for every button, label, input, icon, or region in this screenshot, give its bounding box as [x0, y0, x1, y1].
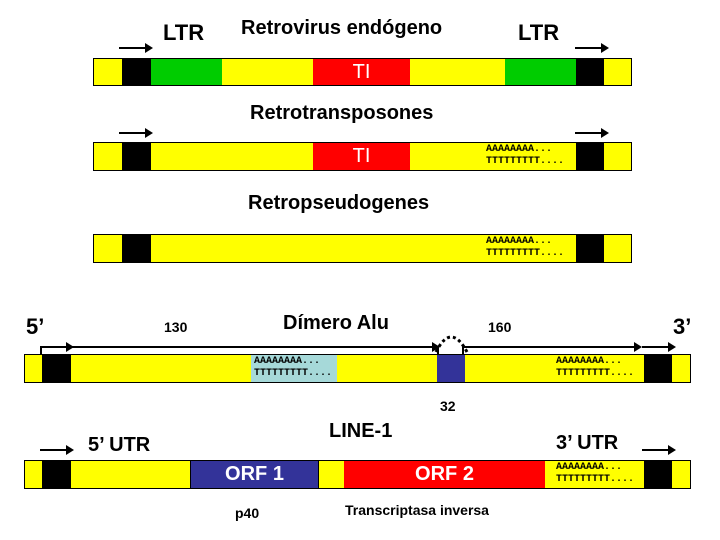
retrotransposon-end-left — [122, 143, 151, 170]
line1-polya: AAAAAAAA... TTTTTTTTT.... — [556, 462, 634, 486]
five-prime-label: 5’ — [26, 314, 45, 339]
tsd-arrow-left-line1 — [40, 445, 74, 455]
line1-title: LINE-1 — [329, 420, 393, 442]
polya-t-text: TTTTTTTTT.... — [254, 368, 333, 379]
alu-end-left — [42, 355, 71, 382]
retropseudogene-end-right — [576, 235, 604, 262]
retrotransposon-ti: TI — [313, 143, 410, 170]
tsd-arrow-left-1 — [119, 43, 153, 53]
alu-gap-length: 32 — [440, 398, 456, 414]
retrovirus-backbone: TI — [93, 58, 632, 86]
retrovirus-end-right — [576, 59, 604, 85]
orf1-block: ORF 1 — [190, 460, 319, 489]
alu-left-length: 130 — [164, 319, 188, 335]
alu-title: Dímero Alu — [283, 312, 389, 334]
polya-t-text: TTTTTTTTT.... — [556, 368, 635, 379]
tsd-arrow-left-2 — [119, 128, 153, 138]
retrotransposones-title: Retrotransposones — [250, 102, 434, 124]
line1-backbone: ORF 1 ORF 2 AAAAAAAA... TTTTTTTTT.... — [24, 460, 691, 489]
retrovirus-ltr-right — [505, 59, 576, 85]
alu-backbone: AAAAAAAA... TTTTTTTTT.... AAAAAAAA... TT… — [24, 354, 691, 383]
retrotransposon-backbone: TI AAAAAAAA... TTTTTTTTT.... — [93, 142, 632, 171]
alu-outer-polya: AAAAAAAA... TTTTTTTTT.... — [556, 356, 634, 380]
alu-arrow-right-end — [642, 342, 676, 352]
polya-a-text: AAAAAAAA... — [486, 236, 553, 247]
alu-right-length: 160 — [488, 319, 512, 335]
polya-a-text: AAAAAAAA... — [486, 144, 553, 155]
retropseudogene-polya: AAAAAAAA... TTTTTTTTT.... — [486, 236, 564, 260]
orf2-block: ORF 2 — [344, 461, 545, 488]
utr5-label: 5’ UTR — [88, 434, 151, 456]
alu-inner-polya: AAAAAAAA... TTTTTTTTT.... — [251, 355, 337, 382]
retrovirus-ltr-left — [151, 59, 222, 85]
retrotransposon-polya: AAAAAAAA... TTTTTTTTT.... — [486, 144, 564, 168]
tsd-arrow-right-line1 — [642, 445, 676, 455]
retrotransposon-end-right — [576, 143, 604, 170]
utr3-label: 3’ UTR — [556, 432, 619, 454]
polya-t-text: TTTTTTTTT.... — [486, 156, 565, 167]
polya-a-text: AAAAAAAA... — [556, 462, 623, 473]
tsd-arrow-right-1 — [575, 43, 609, 53]
polya-t-text: TTTTTTTTT.... — [556, 474, 635, 485]
transcriptasa-label: Transcriptasa inversa — [345, 502, 489, 518]
polya-a-text: AAAAAAAA... — [556, 356, 623, 367]
retrovirus-title: Retrovirus endógeno — [241, 17, 443, 39]
alu-end-right — [644, 355, 672, 382]
retropseudogene-backbone: AAAAAAAA... TTTTTTTTT.... — [93, 234, 632, 263]
tsd-arrow-right-2 — [575, 128, 609, 138]
three-prime-label: 3’ — [673, 314, 692, 339]
retropseudogene-end-left — [122, 235, 151, 262]
retrovirus-end-left — [122, 59, 151, 85]
retrovirus-ti: TI — [313, 59, 410, 85]
ltr-left-label: LTR — [163, 20, 205, 45]
retropseudogenes-title: Retropseudogenes — [248, 192, 430, 214]
alu-spacer — [437, 355, 465, 382]
line1-end-right — [644, 461, 672, 488]
p40-label: p40 — [235, 505, 260, 521]
ltr-right-label: LTR — [518, 20, 560, 45]
line1-end-left — [42, 461, 71, 488]
polya-a-text: AAAAAAAA... — [254, 356, 321, 367]
polya-t-text: TTTTTTTTT.... — [486, 248, 565, 259]
